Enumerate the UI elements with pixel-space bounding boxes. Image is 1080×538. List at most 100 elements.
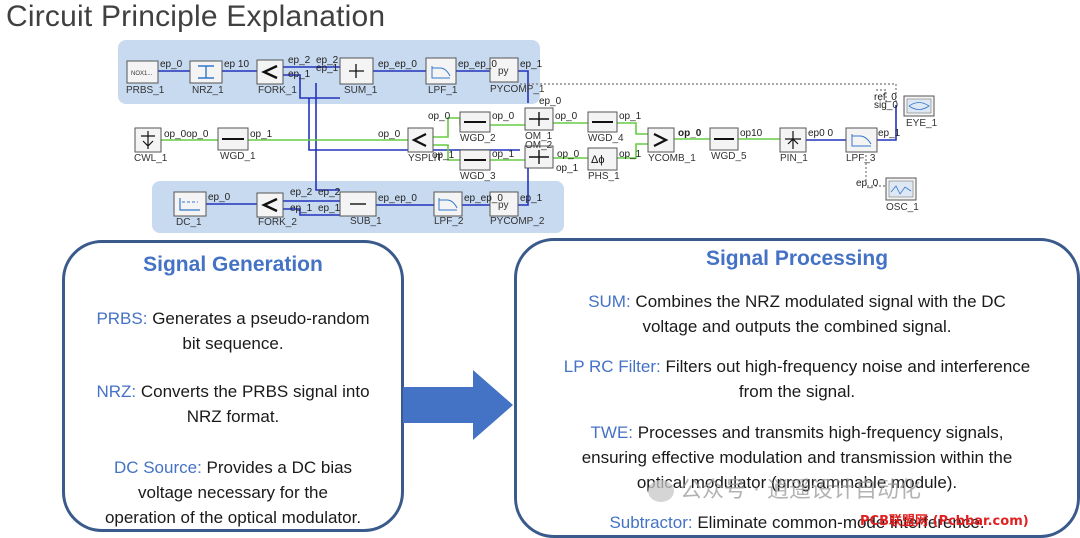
nrz-key: NRZ: (96, 382, 137, 401)
eye-diagram-block: EYE_1 (903, 95, 938, 129)
svg-text:YCOMB_1: YCOMB_1 (648, 153, 696, 164)
svg-text:op_1: op_1 (250, 129, 273, 140)
svg-text:op10: op10 (740, 128, 763, 139)
lp-rc-filter-line1: Filters out high-frequency noise and int… (665, 357, 1031, 376)
wechat-icon (648, 480, 674, 502)
svg-text:op_0: op_0 (555, 111, 578, 122)
phs-block: Δϕ PHS_1 (587, 147, 620, 182)
sum-key: SUM: (588, 292, 631, 311)
lp-rc-filter-line2: from the signal. (738, 382, 856, 401)
signal-processing-title: Signal Processing (705, 247, 889, 270)
wgd1-block: WGD_1 (217, 127, 256, 162)
svg-text:PIN_1: PIN_1 (780, 153, 808, 164)
sum-line1: Combines the NRZ modulated signal with t… (635, 292, 1006, 311)
svg-text:WGD_4: WGD_4 (588, 133, 624, 144)
prbs-key: PRBS: (96, 309, 148, 328)
svg-text:ep_1: ep_1 (520, 193, 543, 204)
om1-block: OM_1 (524, 107, 554, 142)
lp-rc-filter-key: LP RC Filter: (563, 357, 661, 376)
svg-text:ep_2: ep_2 (288, 55, 311, 66)
site-watermark: PCB联盟网 (Pcbbar.com) (860, 514, 1029, 529)
measurement-wires (520, 83, 897, 187)
svg-text:py: py (498, 200, 509, 211)
svg-text:WGD_1: WGD_1 (220, 151, 256, 162)
svg-text:OM_1: OM_1 (525, 131, 553, 142)
prbs-block: NOX1... PRBS_1 (126, 60, 165, 96)
svg-text:ep_ep_0: ep_ep_0 (378, 193, 417, 204)
svg-text:SUM_1: SUM_1 (344, 85, 378, 96)
svg-text:PYCOMP_1: PYCOMP_1 (490, 84, 545, 95)
nrz-line2: NRZ format. (186, 407, 280, 426)
dc-source-line2: voltage necessary for the (138, 483, 328, 502)
pin-block: PIN_1 (779, 127, 808, 164)
svg-text:ep_1: ep_1 (520, 59, 543, 70)
twe-line2: ensuring effective modulation and transm… (581, 448, 1013, 467)
svg-text:ep_0: ep_0 (539, 96, 562, 107)
pycomp2-block: py PYCOMP_2 (489, 191, 545, 227)
svg-text:ep_1: ep_1 (878, 128, 901, 139)
nrz-line1: Converts the PRBS signal into (140, 382, 370, 401)
svg-text:PRBS_1: PRBS_1 (126, 85, 165, 96)
svg-text:WGD_3: WGD_3 (460, 171, 496, 182)
nrz-block: NRZ_1 (189, 60, 224, 96)
dc-source-line1: Provides a DC bias (206, 458, 353, 477)
fork2-block: FORK_2 (256, 192, 297, 228)
twe-key: TWE: (590, 423, 634, 442)
dc-source-line3: operation of the optical modulator. (104, 508, 362, 527)
prbs-description: PRBS: Generates a pseudo-random bit sequ… (65, 306, 401, 356)
svg-text:ep_1: ep_1 (288, 69, 311, 80)
svg-text:ep_2: ep_2 (290, 187, 313, 198)
dc-source-key: DC Source: (113, 458, 202, 477)
wgd4-block: WGD_4 (587, 111, 624, 144)
svg-text:op_0op_0: op_0op_0 (164, 129, 209, 140)
svg-text:op_0: op_0 (557, 149, 580, 160)
electrical-wires (158, 66, 897, 216)
top-highlight-region (118, 40, 540, 104)
svg-text:ep_1: ep_1 (318, 203, 341, 214)
ycomb-block: YCOMB_1 (647, 127, 696, 164)
svg-text:ep_0: ep_0 (208, 192, 231, 203)
dc-source-description: DC Source: Provides a DC bias voltage ne… (65, 455, 401, 530)
svg-text:ref_0: ref_0 (874, 92, 897, 103)
sum-description: SUM: Combines the NRZ modulated signal w… (517, 289, 1077, 339)
svg-text:CWL_1: CWL_1 (134, 153, 168, 164)
flow-arrow (403, 370, 513, 440)
om2-block: OM_2 (524, 140, 554, 169)
svg-text:Δϕ: Δϕ (591, 154, 605, 166)
svg-text:YSPLIT: YSPLIT (408, 153, 442, 164)
svg-text:op_1: op_1 (556, 163, 579, 174)
svg-text:ep_1: ep_1 (316, 63, 339, 74)
svg-text:ep_0: ep_0 (856, 178, 879, 189)
svg-text:ep_1: ep_1 (290, 203, 313, 214)
svg-text:LPF_1: LPF_1 (428, 85, 458, 96)
prbs-line2: bit sequence. (182, 334, 284, 353)
svg-text:op_1: op_1 (492, 149, 515, 160)
svg-text:NRZ_1: NRZ_1 (192, 85, 224, 96)
svg-text:OSC_1: OSC_1 (886, 202, 919, 213)
lp-rc-filter-description: LP RC Filter: Filters out high-frequency… (517, 354, 1077, 404)
lpf1-block: LPF_1 (425, 57, 458, 96)
subtractor-key: Subtractor: (609, 513, 693, 532)
svg-text:op_0: op_0 (678, 128, 702, 139)
subtractor-description: Subtractor: Eliminate common-mode interf… (517, 510, 1077, 535)
sum-block: SUM_1 (339, 57, 378, 96)
sub-block: SUB_1 (339, 191, 382, 227)
svg-text:OM_2: OM_2 (525, 140, 553, 151)
svg-text:PYCOMP_2: PYCOMP_2 (490, 216, 545, 227)
page-title: Circuit Principle Explanation (6, 0, 386, 33)
svg-text:ep_ep_0: ep_ep_0 (464, 193, 503, 204)
svg-text:op_0: op_0 (492, 111, 515, 122)
sum-line2: voltage and outputs the combined signal. (642, 317, 952, 336)
lpf3-block: LPF_3 (845, 127, 878, 164)
svg-text:ep_2: ep_2 (316, 55, 339, 66)
twe-line3: optical modulator (programmable module). (636, 473, 958, 492)
svg-text:op_0: op_0 (378, 129, 401, 140)
watermark: 公众号 · 逍遥设计自动化 (648, 472, 921, 504)
svg-text:LPF_2: LPF_2 (434, 216, 464, 227)
svg-text:FORK_1: FORK_1 (258, 85, 297, 96)
wgd5-block: WGD_5 (709, 127, 747, 162)
fork1-block: FORK_1 (256, 59, 297, 96)
svg-text:LPF_3: LPF_3 (846, 153, 876, 164)
svg-text:sig_0: sig_0 (874, 100, 898, 111)
svg-text:ep_ep_0: ep_ep_0 (458, 59, 497, 70)
